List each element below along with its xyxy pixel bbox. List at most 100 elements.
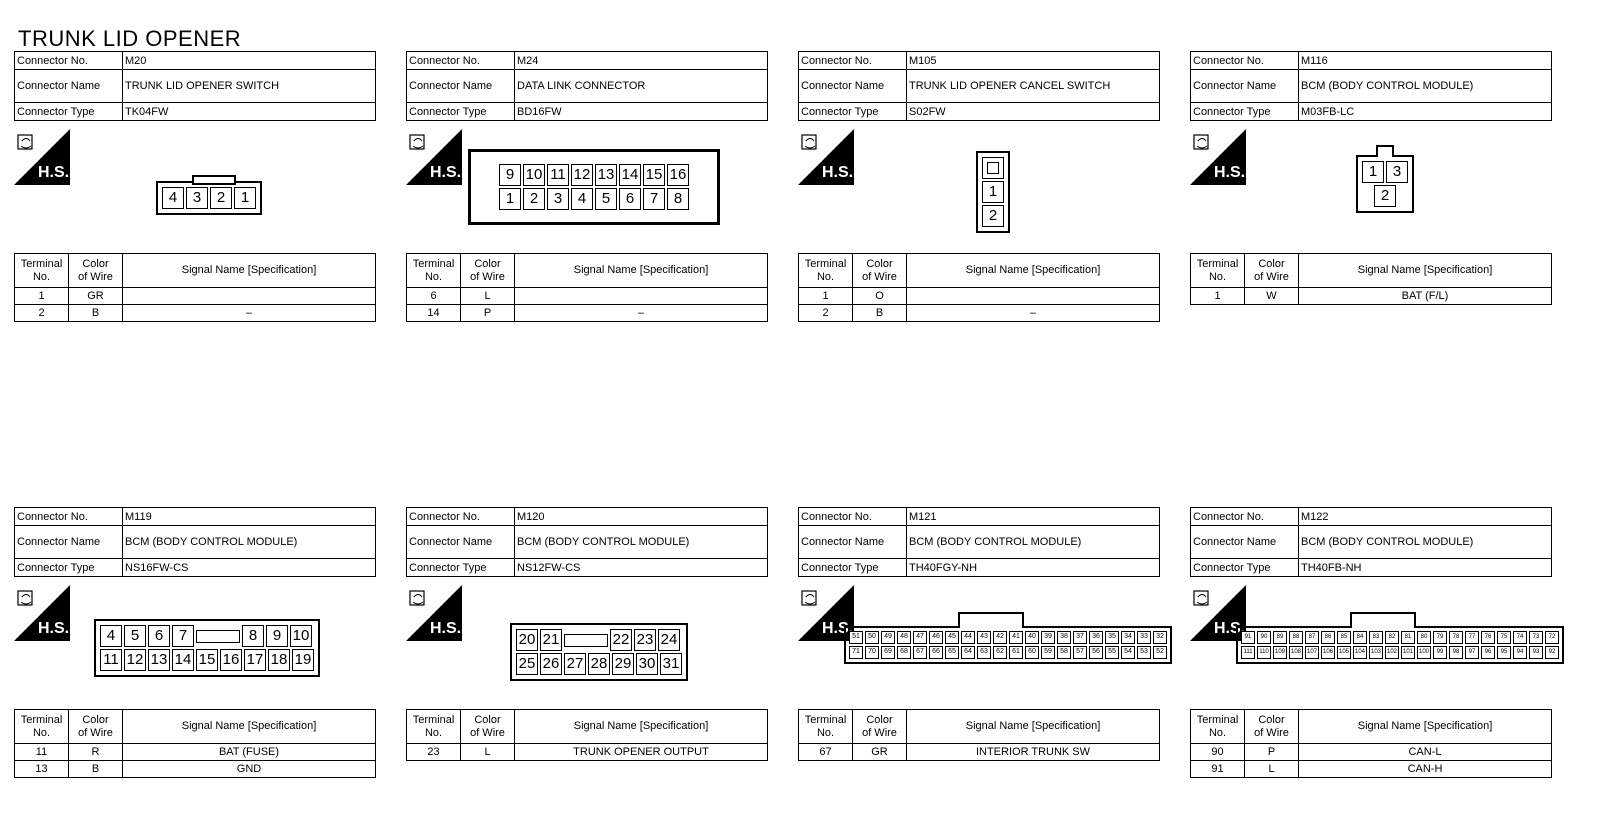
pin-cavity: 79	[1433, 631, 1447, 644]
wire-color: B	[852, 304, 907, 322]
harness-side-icon: H.S.	[14, 129, 70, 185]
pin-cavity: 83	[1369, 631, 1383, 644]
terminal-no: 6	[406, 287, 461, 305]
pin-cavity: 1	[234, 187, 256, 209]
pin-cavity: 16	[220, 649, 242, 671]
harness-side-icon: H.S.	[798, 129, 854, 185]
pin-cavity: 33	[1137, 631, 1151, 644]
pin-cavity: 51	[849, 631, 863, 644]
pin-cavity: 70	[865, 646, 879, 659]
pin-cavity: 103	[1369, 646, 1383, 659]
connector-type-value: NS12FW-CS	[514, 558, 768, 577]
pin-cavity: 64	[961, 646, 975, 659]
pin-cavity: 56	[1089, 646, 1103, 659]
terminal-no: 1	[1190, 287, 1245, 305]
pin-cavity: 39	[1041, 631, 1055, 644]
terminal-no: 67	[798, 743, 853, 761]
signal-name: INTERIOR TRUNK SW	[906, 743, 1160, 761]
connector-name-label: Connector Name	[798, 69, 907, 103]
pin-cavity: 98	[1449, 646, 1463, 659]
pin-cavity: 15	[196, 649, 218, 671]
lock-latch	[1376, 145, 1394, 157]
pin-cavity: 67	[913, 646, 927, 659]
hs-label: H.S.	[38, 164, 69, 181]
connector-type-value: BD16FW	[514, 102, 768, 121]
signal-name: –	[514, 304, 768, 322]
pin-cavity: 13	[595, 164, 617, 186]
terminal-no: 11	[14, 743, 69, 761]
connector-no-label: Connector No.	[14, 51, 123, 70]
pin-cavity: 62	[993, 646, 1007, 659]
pin-cavity: 107	[1305, 646, 1319, 659]
pin-cavity: 100	[1417, 646, 1431, 659]
pin-cavity: 109	[1273, 646, 1287, 659]
pin-cavity: 68	[897, 646, 911, 659]
terminal-no: 2	[14, 304, 69, 322]
connector-no-label: Connector No.	[406, 507, 515, 526]
pin-cavity: 23	[634, 629, 656, 651]
connector-type-label: Connector Type	[1190, 102, 1299, 121]
pin-cavity: 89	[1273, 631, 1287, 644]
connector-no-label: Connector No.	[1190, 507, 1299, 526]
pin-cavity: 90	[1257, 631, 1271, 644]
pin-cavity: 72	[1545, 631, 1559, 644]
pin-cavity: 77	[1465, 631, 1479, 644]
pin-cavity: 106	[1321, 646, 1335, 659]
pin-cavity: 50	[865, 631, 879, 644]
pin-cavity: 38	[1057, 631, 1071, 644]
page-title: TRUNK LID OPENER	[18, 26, 242, 51]
signal-name	[514, 287, 768, 305]
pin-cavity: 36	[1089, 631, 1103, 644]
pin-cavity: 65	[945, 646, 959, 659]
pin-cavity: 19	[292, 649, 314, 671]
signal-name: –	[906, 304, 1160, 322]
terminal-no: 14	[406, 304, 461, 322]
pin-cavity: 15	[643, 164, 665, 186]
hs-label: H.S.	[1214, 164, 1245, 181]
signal-name	[122, 287, 376, 305]
harness-side-icon: H.S.	[406, 129, 462, 185]
pin-cavity: 42	[993, 631, 1007, 644]
connector-no-value: M20	[122, 51, 376, 70]
harness-side-icon: H.S.	[406, 585, 462, 641]
connector-type-value: M03FB-LC	[1298, 102, 1552, 121]
signal-name-header: Signal Name [Specification]	[122, 253, 376, 288]
lock-latch	[192, 175, 236, 185]
connector-no-value: M116	[1298, 51, 1552, 70]
pin-cavity: 6	[148, 625, 170, 647]
signal-name-header: Signal Name [Specification]	[122, 709, 376, 744]
pin-cavity: 2	[210, 187, 232, 209]
signal-name: GND	[122, 760, 376, 778]
connector-no-value: M105	[906, 51, 1160, 70]
connector-name-label: Connector Name	[406, 69, 515, 103]
terminal-no: 91	[1190, 760, 1245, 778]
pin-cavity: 111	[1241, 646, 1255, 659]
pin-cavity: 101	[1401, 646, 1415, 659]
wire-color: W	[1244, 287, 1299, 305]
connector-type-label: Connector Type	[14, 558, 123, 577]
